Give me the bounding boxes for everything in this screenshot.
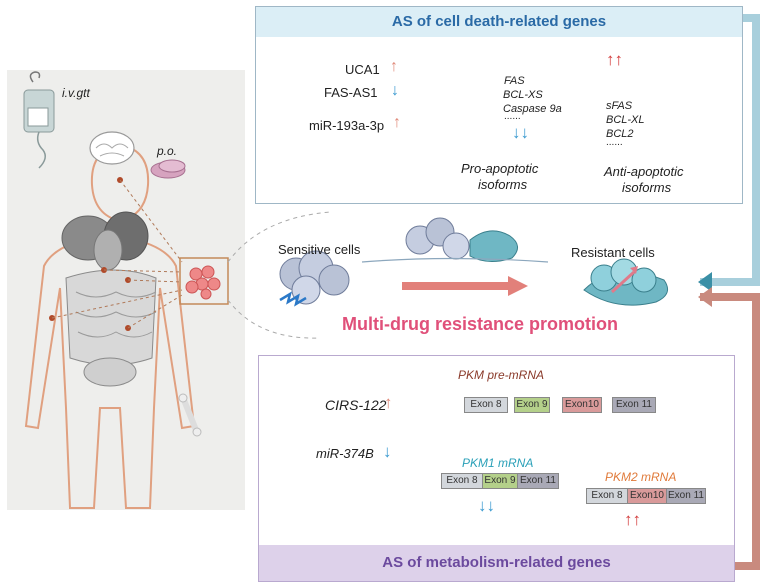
- anti-gene-3: BCL2: [606, 128, 634, 140]
- pill-icon: [150, 159, 186, 179]
- pkm2-exon-8: Exon 8: [586, 488, 628, 504]
- pre-exon-8: Exon 8: [464, 397, 508, 413]
- pkm2-up-arrows: ↑↑: [624, 510, 641, 529]
- pro-label-line2: isoforms: [478, 177, 528, 192]
- transition-cells-icon: [405, 217, 518, 262]
- uca1-up-arrow: ↑: [390, 58, 398, 75]
- pro-gene-1: FAS: [504, 75, 525, 87]
- uca1-label: UCA1: [345, 62, 380, 77]
- tumor-cluster-icon: [185, 265, 221, 300]
- mdr-promotion-title: Multi-drug resistance promotion: [342, 314, 619, 334]
- pkm2-exon-10: Exon10: [627, 488, 667, 504]
- anti-gene-1: sFAS: [606, 100, 633, 112]
- pro-label-line1: Pro-apoptotic: [461, 161, 539, 176]
- anti-label-line1: Anti-apoptotic: [604, 164, 684, 179]
- ivgtt-label: i.v.gtt: [62, 86, 90, 100]
- resistant-cells-icon: [583, 258, 669, 306]
- pre-exon-9: Exon 9: [514, 397, 550, 413]
- mir193-up-arrow: ↑: [393, 114, 401, 131]
- organs-icon: [61, 211, 157, 387]
- mir374-down-arrow: ↓: [383, 442, 392, 461]
- sensitive-cells-label: Sensitive cells: [278, 242, 361, 257]
- pre-exon-10: Exon10: [562, 397, 602, 413]
- metabolism-panel: AS of metabolism-related genes: [258, 355, 735, 582]
- pkm2-exon-11: Exon 11: [666, 488, 706, 504]
- metabolism-title: AS of metabolism-related genes: [259, 545, 734, 581]
- pro-gene-2: BCL-XS: [503, 89, 543, 101]
- cell-death-panel: AS of cell death-related genes: [255, 6, 743, 204]
- pkm2-label: PKM2 mRNA: [605, 470, 677, 484]
- anti-label-line2: isoforms: [622, 180, 672, 195]
- mir374-label: miR-374B: [316, 446, 374, 461]
- anti-gene-2: BCL-XL: [606, 114, 645, 126]
- bone-icon: [178, 393, 202, 437]
- pre-exon-11: Exon 11: [612, 397, 656, 413]
- pkm1-exon-8: Exon 8: [441, 473, 483, 489]
- iv-bag-icon: [23, 71, 55, 169]
- pkm-premrna-label: PKM pre-mRNA: [458, 368, 545, 382]
- pkm1-label: PKM1 mRNA: [462, 456, 534, 470]
- pro-dots: ......: [504, 111, 521, 122]
- anti-up-arrows: ↑↑: [606, 50, 623, 69]
- cirs122-label: CIRS-122: [325, 397, 387, 413]
- cirs122-up-arrow: ↑: [384, 393, 393, 412]
- mir193-label: miR-193a-3p: [309, 118, 385, 133]
- brain-icon: [89, 131, 135, 165]
- cell-death-title: AS of cell death-related genes: [256, 7, 742, 37]
- fasas1-down-arrow: ↓: [391, 82, 399, 99]
- resistant-cells-label: Resistant cells: [571, 245, 655, 260]
- po-label: p.o.: [157, 144, 178, 158]
- tumor-box: [179, 257, 229, 305]
- anti-dots: ......: [606, 137, 623, 148]
- pkm1-exon-11: Exon 11: [517, 473, 559, 489]
- pkm1-exon-9: Exon 9: [482, 473, 518, 489]
- pkm1-down-arrows: ↓↓: [478, 496, 495, 515]
- pro-gene-3: Caspase 9a: [503, 103, 562, 115]
- sensitive-cells-icon: [279, 250, 350, 307]
- fasas1-label: FAS-AS1: [324, 85, 378, 100]
- pro-down-arrows: ↓↓: [512, 123, 529, 142]
- metastasis-lines: [51, 179, 183, 329]
